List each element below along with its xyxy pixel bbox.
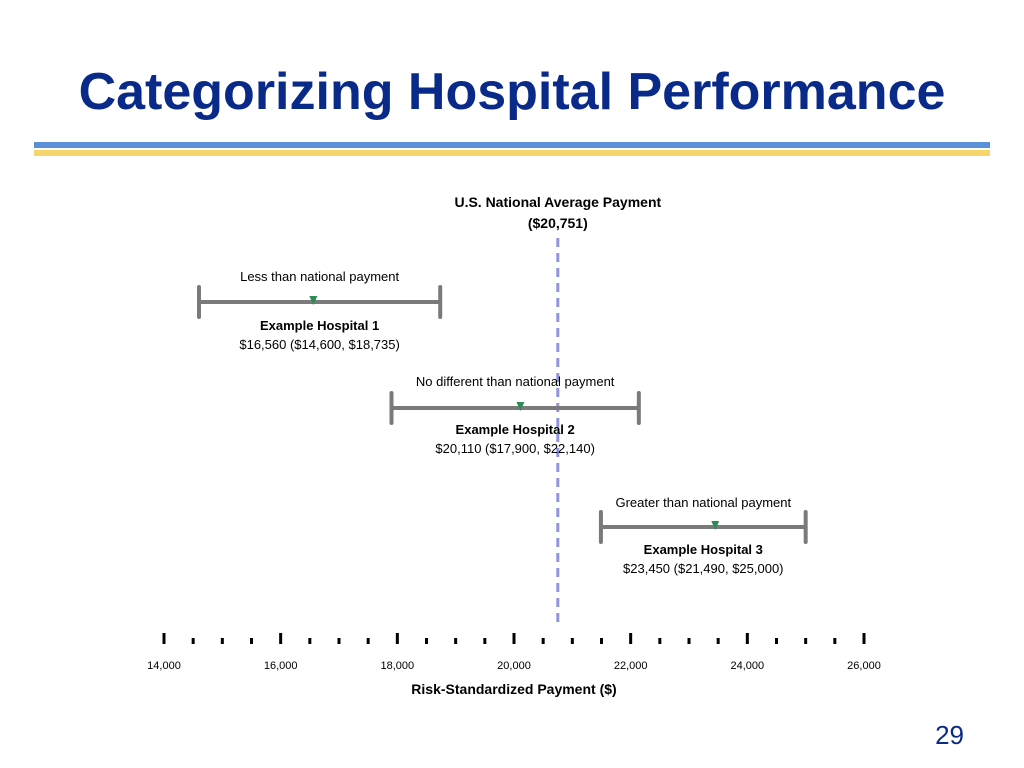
interval-estimate-marker-1 <box>309 296 318 305</box>
interval-estimate-marker-2 <box>516 402 525 411</box>
interval-hospital-name-1: Example Hospital 1 <box>260 318 379 333</box>
x-tick-label: 24,000 <box>731 660 765 672</box>
interval-estimate-marker-3 <box>711 521 720 530</box>
national-average-label: U.S. National Average Payment <box>454 194 661 210</box>
x-axis-label: Risk-Standardized Payment ($) <box>411 681 616 697</box>
national-average-value: ($20,751) <box>528 215 588 231</box>
title-rule-gold <box>34 150 990 156</box>
interval-value-label-1: $16,560 ($14,600, $18,735) <box>239 337 399 352</box>
x-tick-label: 18,000 <box>381 660 415 672</box>
x-tick-label: 14,000 <box>147 660 181 672</box>
title-rule-blue <box>34 142 990 148</box>
x-tick-label: 16,000 <box>264 660 298 672</box>
interval-value-label-2: $20,110 ($17,900, $22,140) <box>435 441 595 456</box>
x-tick-label: 26,000 <box>847 660 881 672</box>
x-tick-label: 20,000 <box>497 660 531 672</box>
page-number: 29 <box>935 720 964 750</box>
interval-category-label-2: No different than national payment <box>416 374 615 389</box>
interval-hospital-name-3: Example Hospital 3 <box>644 542 763 557</box>
interval-value-label-3: $23,450 ($21,490, $25,000) <box>623 561 783 576</box>
interval-hospital-name-2: Example Hospital 2 <box>456 422 575 437</box>
interval-category-label-1: Less than national payment <box>240 269 399 284</box>
slide-title: Categorizing Hospital Performance <box>78 63 946 121</box>
interval-category-label-3: Greater than national payment <box>615 495 791 510</box>
x-tick-label: 22,000 <box>614 660 648 672</box>
